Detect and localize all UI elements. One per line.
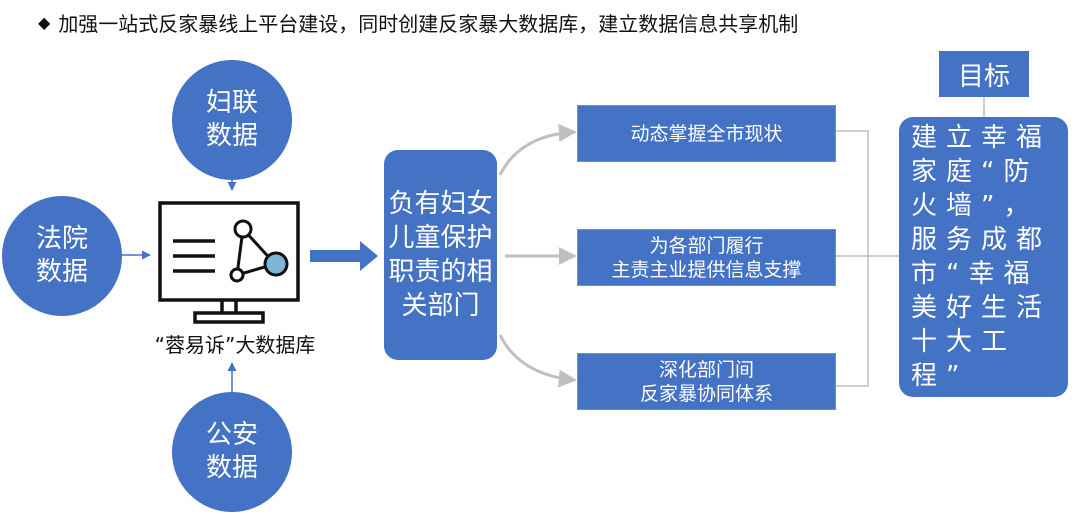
goal-label-box: 目标 bbox=[939, 51, 1029, 97]
database-caption: “蓉易诉”大数据库 bbox=[154, 333, 316, 357]
goal-label: 目标 bbox=[957, 61, 1010, 92]
responsible-departments-label: 负有妇女儿童保护职责的相关部门 bbox=[388, 189, 493, 321]
police-data-node: 公安 数据 bbox=[172, 392, 292, 512]
court-data-label: 法院 数据 bbox=[35, 224, 88, 287]
women-federation-data-node: 妇联 数据 bbox=[172, 60, 292, 180]
big-arrow-db-to-departments bbox=[310, 241, 378, 271]
action-box-2: 为各部门履行 主责主业提供信息支撑 bbox=[577, 229, 836, 286]
goal-text: 建立幸福家庭“防火墙”，服务成都市“幸福美好生活十大工程” bbox=[911, 123, 1052, 391]
women-federation-data-label: 妇联 数据 bbox=[205, 88, 258, 151]
action-box-3: 深化部门间 反家暴协同体系 bbox=[577, 353, 836, 410]
court-data-node: 法院 数据 bbox=[2, 196, 122, 316]
monitor-icon bbox=[158, 201, 300, 324]
action-box-1: 动态掌握全市现状 bbox=[577, 105, 836, 162]
responsible-departments-box: 负有妇女儿童保护职责的相关部门 bbox=[384, 150, 497, 360]
action-label-1: 动态掌握全市现状 bbox=[630, 122, 783, 145]
header-text: 加强一站式反家暴线上平台建设，同时创建反家暴大数据库，建立数据信息共享机制 bbox=[58, 12, 799, 36]
action-label-2: 为各部门履行 主责主业提供信息支撑 bbox=[611, 234, 802, 281]
arrow-departments-to-action-1 bbox=[498, 123, 577, 176]
police-data-label: 公安 数据 bbox=[205, 420, 258, 483]
header: ◆ 加强一站式反家暴线上平台建设，同时创建反家暴大数据库，建立数据信息共享机制 bbox=[38, 8, 798, 37]
goal-box: 建立幸福家庭“防火墙”，服务成都市“幸福美好生活十大工程” bbox=[899, 117, 1068, 397]
arrow-departments-to-action-3 bbox=[498, 334, 577, 388]
bracket-actions bbox=[836, 130, 869, 387]
action-label-3: 深化部门间 反家暴协同体系 bbox=[639, 358, 773, 405]
diamond-bullet-icon: ◆ bbox=[38, 13, 51, 32]
